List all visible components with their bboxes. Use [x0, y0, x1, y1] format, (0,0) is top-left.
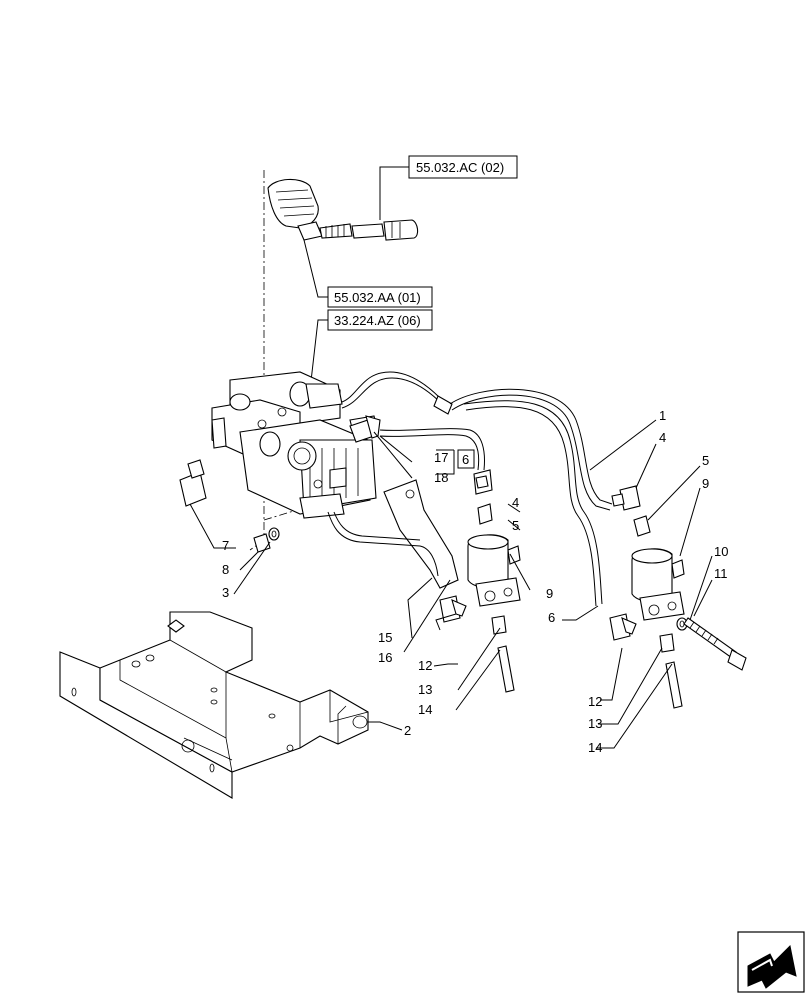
callout-5-right: 5: [702, 453, 709, 468]
callout-3: 3: [222, 585, 229, 600]
fitting-5-right: [633, 515, 651, 537]
fitting-4-right: [611, 485, 641, 511]
callout-4-right: 4: [659, 430, 666, 445]
reference-label-3: 33.224.AZ (06): [334, 313, 421, 328]
tube-14-centre: [497, 645, 515, 693]
callout-2: 2: [404, 723, 411, 738]
reference-box-1[interactable]: 55.032.AC (02): [408, 155, 518, 179]
fitting-13-centre: [491, 615, 507, 635]
callouts: 1 2 3 4 4 5 5 6 7 8 9 9 10 11 12 12 13 1…: [222, 408, 728, 755]
next-page-arrow-icon[interactable]: [737, 931, 805, 993]
callout-9-centre: 9: [546, 586, 553, 601]
callout-14-right: 14: [588, 740, 602, 755]
callout-18: 18: [434, 470, 448, 485]
plug-8: [253, 533, 271, 553]
reference-box-3[interactable]: 33.224.AZ (06): [327, 309, 433, 331]
support-frame: [59, 611, 369, 799]
callout-6: 6: [548, 610, 555, 625]
solenoid-valve-right: [631, 548, 685, 621]
reference-box-2[interactable]: 55.032.AA (01): [327, 286, 433, 308]
callout-14-centre: 14: [418, 702, 432, 717]
fitting-12-right: [609, 613, 637, 641]
leader-lines: [189, 419, 713, 749]
callout-8: 8: [222, 562, 229, 577]
bolt-11: [683, 617, 747, 671]
callout-15: 15: [378, 630, 392, 645]
solenoid-valve-centre: [467, 534, 521, 607]
callout-10: 10: [714, 544, 728, 559]
wiring-connector: [267, 178, 419, 241]
tube-14-right: [665, 661, 683, 709]
reference-label-2: 55.032.AA (01): [334, 290, 421, 305]
reference-box-4[interactable]: 6: [457, 449, 475, 469]
callout-5-centre: 5: [512, 518, 519, 533]
callout-17: 17: [434, 450, 448, 465]
callout-4-centre: 4: [512, 495, 519, 510]
reference-label-1: 55.032.AC (02): [416, 160, 504, 175]
callout-16: 16: [378, 650, 392, 665]
callout-12-right: 12: [588, 694, 602, 709]
elbow-fitting: [349, 415, 381, 443]
callout-11: 11: [714, 566, 728, 581]
callout-1: 1: [659, 408, 666, 423]
fitting-13-right: [659, 633, 675, 653]
bracket-plate: [327, 479, 459, 589]
fitting-5-centre: [477, 503, 493, 525]
callout-7: 7: [222, 538, 229, 553]
callout-13-centre: 13: [418, 682, 432, 697]
callout-12-centre: 12: [418, 658, 432, 673]
fitting-4-centre: [473, 469, 493, 495]
valve-block-assembly: [211, 371, 379, 519]
reference-label-4: 6: [462, 452, 469, 467]
plug-7: [179, 459, 207, 507]
callout-13-right: 13: [588, 716, 602, 731]
seal-3: [268, 527, 280, 541]
callout-9-right: 9: [702, 476, 709, 491]
hoses: [341, 371, 613, 607]
fitting-12-centre: [439, 595, 467, 623]
